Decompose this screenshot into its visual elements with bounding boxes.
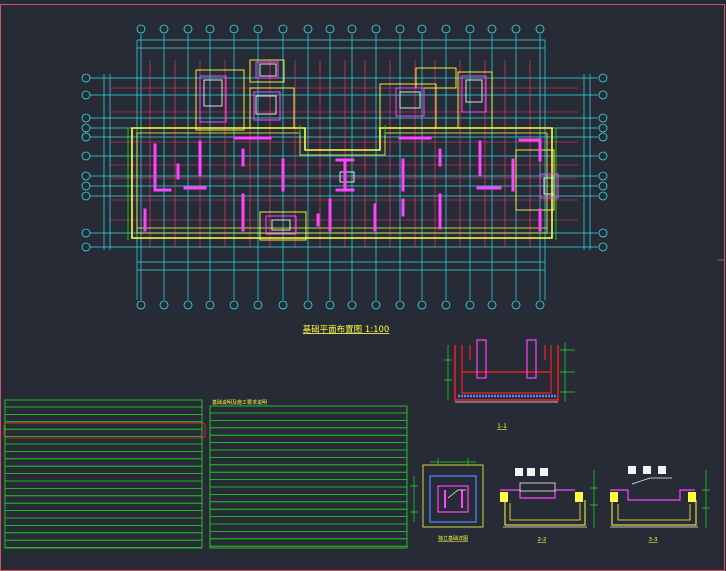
main-plan-title: 基础平面布置图 1:100 — [303, 324, 390, 335]
dimension-markers — [127, 125, 557, 240]
pink-grid-lines — [110, 60, 578, 248]
footing-detail: 独立基础详图 — [410, 458, 484, 542]
section-2-2-label: 2-2 — [538, 537, 547, 543]
section-1-1-label: 1-1 — [497, 423, 507, 430]
building-outline — [131, 127, 553, 239]
highlighted-row — [3, 422, 206, 439]
foundation-plan: 基础平面布置图 1:100 — [81, 24, 608, 335]
section-1-1: 1-1 — [444, 339, 575, 430]
vertical-axis-lines — [136, 24, 546, 310]
core-walls — [199, 61, 559, 235]
drawing-frame — [0, 4, 725, 571]
notes-table-right: 基础说明及施工要求说明 — [209, 399, 408, 549]
section-3-3: 3-3 — [610, 466, 710, 543]
notes-table-left — [3, 399, 206, 549]
section-2-2: 2-2 — [500, 468, 598, 543]
section-3-3-label: 3-3 — [649, 537, 658, 543]
notes-table-title: 基础说明及施工要求说明 — [212, 399, 267, 406]
core-outlines — [195, 59, 555, 241]
detail-label: 独立基础详图 — [438, 535, 468, 542]
shear-walls — [143, 136, 542, 232]
core-details — [203, 63, 555, 231]
